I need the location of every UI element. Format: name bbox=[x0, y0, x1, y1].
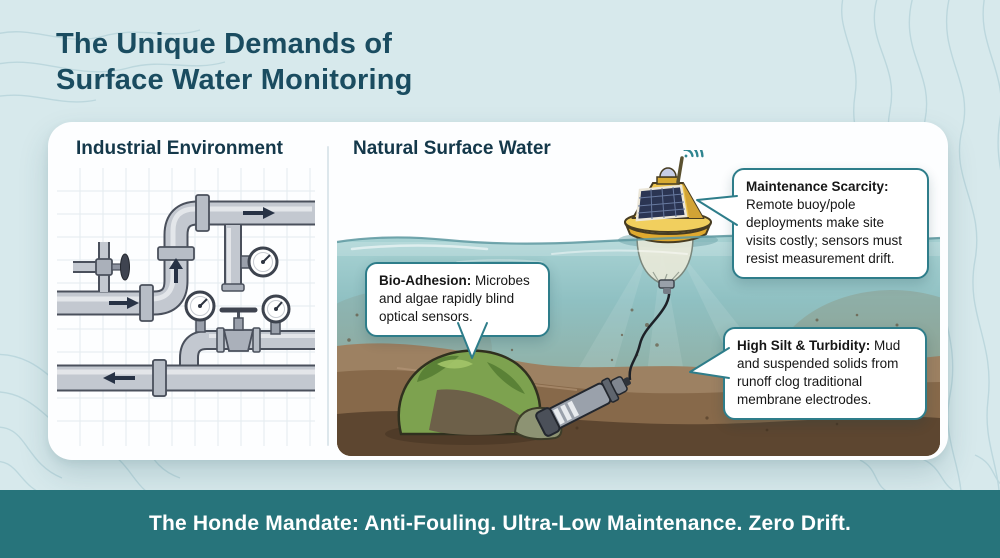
industrial-pipes-illustration bbox=[57, 168, 315, 446]
callout-body: Microbes and algae rapidly blind optical… bbox=[379, 273, 530, 324]
page-title-line1: The Unique Demands of bbox=[56, 28, 393, 60]
panel-divider bbox=[327, 146, 329, 446]
pressure-gauge-icon bbox=[261, 294, 291, 324]
pipe-run-bottom bbox=[57, 364, 315, 392]
sensor-probe bbox=[535, 376, 631, 437]
callout-body: Mud and suspended solids from runoff clo… bbox=[737, 338, 901, 407]
callout-high-silt: High Silt & Turbidity: Mud and suspended… bbox=[723, 327, 927, 420]
page-title: The Unique Demands of Surface Water Moni… bbox=[56, 26, 413, 98]
beacon-light bbox=[659, 167, 677, 178]
callout-text: Bio-Adhesion: Microbes and algae rapidly… bbox=[379, 272, 536, 326]
callout-body: Remote buoy/pole deployments make site v… bbox=[746, 197, 903, 266]
flange bbox=[152, 359, 167, 397]
flow-arrows bbox=[103, 207, 275, 384]
small-valve-assembly bbox=[73, 242, 130, 292]
sensor-cable bbox=[628, 281, 671, 381]
natural-panel-heading: Natural Surface Water bbox=[353, 138, 551, 159]
globe-valve-icon bbox=[216, 307, 261, 353]
beacon-base bbox=[656, 176, 680, 185]
solar-panel bbox=[635, 184, 688, 222]
pipe-run-middle bbox=[179, 290, 315, 368]
callout-lead: High Silt & Turbidity: bbox=[737, 338, 871, 353]
wifi-signal-icon bbox=[680, 150, 704, 158]
industrial-panel-heading: Industrial Environment bbox=[76, 138, 283, 159]
callout-bio-adhesion: Bio-Adhesion: Microbes and algae rapidly… bbox=[365, 262, 550, 337]
pipe-drop-gauge bbox=[221, 225, 279, 292]
callout-text: High Silt & Turbidity: Mud and suspended… bbox=[737, 337, 913, 409]
footer-banner: The Honde Mandate: Anti-Fouling. Ultra-L… bbox=[0, 490, 1000, 558]
callout-lead: Bio-Adhesion: bbox=[379, 273, 472, 288]
callout-text: Maintenance Scarcity: Remote buoy/pole d… bbox=[746, 178, 915, 268]
page-title-line2: Surface Water Monitoring bbox=[56, 64, 413, 96]
footer-mandate-text: The Honde Mandate: Anti-Fouling. Ultra-L… bbox=[148, 512, 852, 535]
pressure-gauge-icon bbox=[247, 246, 279, 278]
callout-maintenance-scarcity: Maintenance Scarcity: Remote buoy/pole d… bbox=[732, 168, 929, 279]
antenna bbox=[676, 156, 684, 184]
buoy-illustration bbox=[618, 150, 718, 294]
handwheel-icon bbox=[120, 253, 130, 281]
pressure-gauge-icon bbox=[184, 290, 216, 322]
algae-rock bbox=[385, 349, 549, 445]
callout-lead: Maintenance Scarcity: bbox=[746, 179, 889, 194]
